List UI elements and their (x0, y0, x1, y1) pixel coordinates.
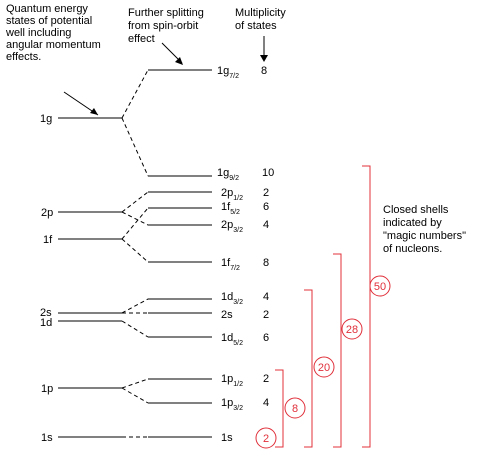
connector-1f-down (121, 238, 149, 263)
magic-circle-50 (369, 275, 391, 297)
middle-annotation-line-2: from spin-orbit (128, 20, 198, 32)
magic-circle-2 (255, 427, 277, 449)
multiplicity-annotation: Multiplicity of states (235, 7, 286, 62)
mult-1d3-2: 4 (263, 291, 269, 303)
left-annotation-line-5: effects. (6, 51, 41, 63)
left-annotation: Quantum energy states of potential well … (5, 3, 101, 116)
level-label-1d: 1d (40, 317, 52, 329)
level-label-1p: 1p (41, 383, 53, 395)
level-label-2s: 2s (40, 307, 52, 319)
split-label-2s: 2s (221, 309, 233, 321)
magic-number-brackets: 2 8 20 28 50 (255, 165, 391, 449)
left-annotation-line-3: well including (5, 27, 71, 39)
closed-shells-line-2: indicated by (383, 217, 442, 229)
magic-circle-28 (341, 318, 363, 340)
middle-annotation: Further splitting from spin-orbit effect (128, 7, 204, 65)
bracket-28 (333, 253, 342, 448)
multiplicity-line-1: Multiplicity (235, 7, 286, 19)
level-label-1s: 1s (41, 432, 53, 444)
bracket-20 (304, 289, 313, 448)
bracket-50 (362, 165, 371, 448)
closed-shells-line-1: Closed shells (383, 204, 449, 216)
middle-annotation-line-1: Further splitting (128, 7, 204, 19)
split-label-1p1-2: 1p1/2 (221, 373, 243, 388)
left-annotation-line-2: states of potential (6, 15, 92, 27)
connector-1p-down (121, 387, 149, 404)
magic-number-20: 20 (318, 362, 330, 374)
split-label-1s: 1s (221, 432, 233, 444)
split-label-1f7-2: 1f7/2 (221, 257, 240, 272)
level-label-1g: 1g (40, 113, 52, 125)
magic-number-50: 50 (374, 281, 386, 293)
connector-1g-down (121, 117, 149, 177)
magic-number-28: 28 (346, 324, 358, 336)
mult-1g7-2: 8 (261, 65, 267, 77)
split-label-1d5-2: 1d5/2 (221, 332, 243, 347)
level-label-1f: 1f (43, 234, 53, 246)
closed-shells-annotation: Closed shells indicated by "magic number… (383, 204, 466, 255)
mult-2s: 2 (263, 309, 269, 321)
magic-number-8: 8 (292, 403, 298, 415)
connector-2s-up (121, 298, 149, 314)
connector-1d-down (121, 320, 149, 338)
connector-1g-up (121, 69, 149, 119)
mult-1p3-2: 4 (263, 397, 269, 409)
connector-2p-down (121, 211, 149, 226)
mult-1f5-2: 6 (263, 201, 269, 213)
closed-shells-line-4: of nucleons. (383, 243, 442, 255)
magic-circle-20 (313, 356, 335, 378)
split-label-2p3-2: 2p3/2 (221, 219, 243, 234)
left-annotation-arrowhead (90, 108, 98, 115)
magic-circle-8 (284, 397, 306, 419)
connector-1p-up (121, 378, 149, 389)
level-label-2p: 2p (41, 207, 53, 219)
split-label-2p1-2: 2p1/2 (221, 187, 243, 202)
bracket-8 (275, 369, 284, 448)
mult-2p3-2: 4 (263, 219, 269, 231)
split-label-1d3-2: 1d3/2 (221, 291, 243, 306)
split-label-1g7-2: 1g7/2 (217, 65, 239, 80)
closed-shells-line-3: "magic numbers" (383, 230, 466, 242)
connector-2p-up (121, 191, 149, 213)
middle-annotation-arrowhead (175, 57, 183, 65)
multiplicity-line-2: of states (235, 20, 277, 32)
unsplit-levels: 1g 2p 1f 2s 1d 1p 1s (40, 113, 122, 444)
mult-1d5-2: 6 (263, 332, 269, 344)
splitting-connectors (121, 69, 149, 438)
middle-annotation-line-3: effect (128, 33, 155, 45)
mult-1p1-2: 2 (263, 373, 269, 385)
split-levels: 1g7/2 8 1g9/2 10 2p1/2 2 1f5/2 6 2p3/2 4… (148, 65, 274, 444)
split-label-1g9-2: 1g9/2 (217, 167, 239, 182)
mult-2p1-2: 2 (263, 187, 269, 199)
mult-1g9-2: 10 (262, 167, 274, 179)
left-annotation-line-1: Quantum energy (6, 3, 88, 15)
mult-1f7-2: 8 (263, 257, 269, 269)
left-annotation-line-4: angular momentum (6, 39, 101, 51)
multiplicity-arrowhead (260, 55, 268, 62)
split-label-1f5-2: 1f5/2 (221, 201, 240, 216)
magic-number-2: 2 (263, 433, 269, 445)
split-label-1p3-2: 1p3/2 (221, 397, 243, 412)
